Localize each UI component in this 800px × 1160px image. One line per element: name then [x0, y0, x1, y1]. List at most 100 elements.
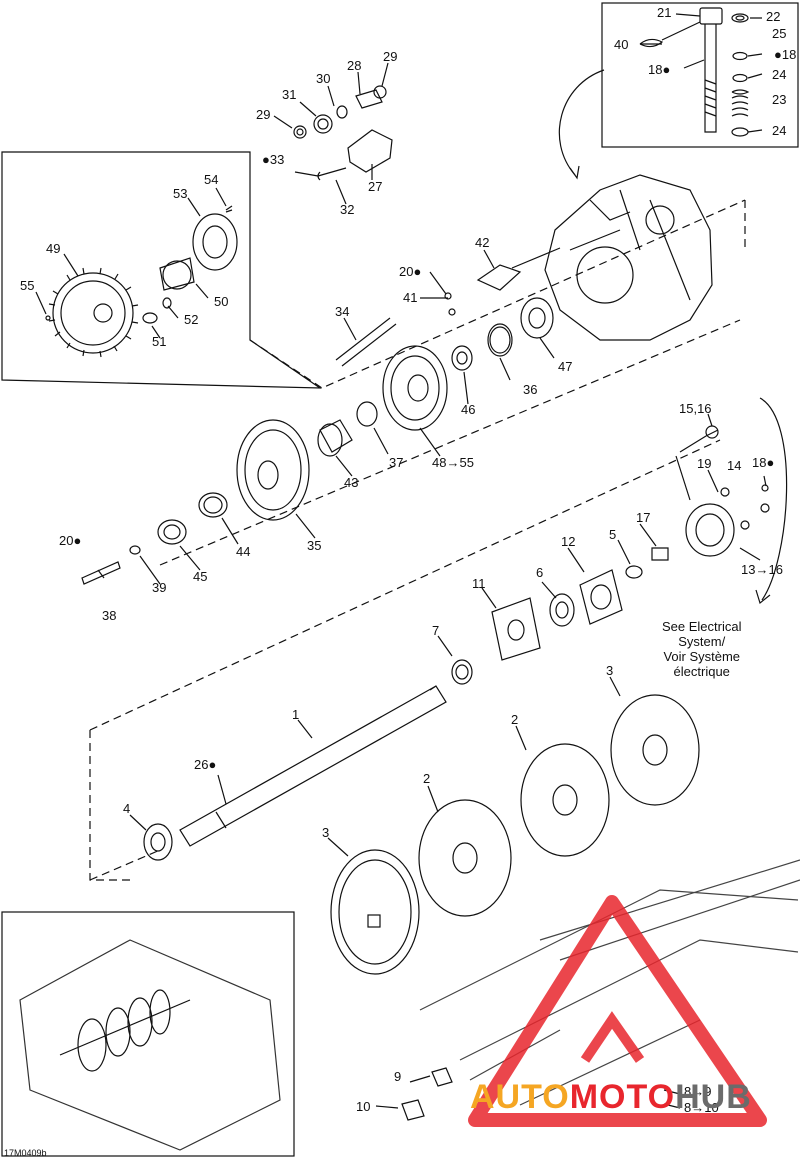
callout-23: 23 [772, 92, 787, 107]
callout-34: 34 [335, 304, 350, 319]
callout-22: 22 [766, 9, 781, 24]
callout-45: 45 [193, 569, 208, 584]
plate-53 [192, 213, 238, 271]
gear-49 [52, 272, 134, 354]
callout-18-left-text: 18 [648, 62, 663, 77]
bolt-detail-box [601, 2, 799, 148]
figure-reference: 17M0409b [4, 1148, 47, 1158]
callout-51: 51 [152, 334, 167, 349]
housing [544, 174, 713, 341]
watermark-auto: AUTO [470, 1078, 570, 1116]
bracket-27 [347, 129, 393, 173]
sprocket-2b [418, 799, 512, 917]
watermark-text: AUTOMOTOHUB [470, 1078, 752, 1117]
callout-20-top-text: 20 [399, 264, 414, 279]
callout-2-right: 2 [511, 712, 519, 727]
callout-43: 43 [344, 475, 359, 490]
callout-18-top-text: 18 [781, 47, 797, 62]
callout-3-left: 3 [322, 825, 330, 840]
callout-1: 1 [292, 707, 300, 722]
drop-icon: ● [208, 757, 217, 772]
callout-29-b: 29 [256, 107, 271, 122]
callout-5: 5 [609, 527, 617, 542]
callout-53: 53 [173, 186, 188, 201]
callout-15-16: 15,16 [679, 401, 712, 416]
drop-icon: ● [766, 455, 775, 470]
callout-49: 49 [46, 241, 61, 256]
callout-29-a: 29 [383, 49, 398, 64]
see-electrical-note: See Electrical System/ Voir Système élec… [662, 619, 741, 679]
note-line-2: System/ [678, 634, 726, 649]
callout-4: 4 [123, 801, 131, 816]
callout-48-55: 48→55 [432, 455, 474, 470]
callout-50: 50 [214, 294, 229, 309]
callout-40: 40 [614, 37, 629, 52]
shaft-1 [179, 685, 447, 847]
callout-20-top: 20● [399, 265, 421, 279]
callout-31: 31 [282, 87, 297, 102]
callout-24-a: 24 [772, 67, 787, 82]
callout-20-left: 20● [59, 534, 81, 548]
callout-44: 44 [236, 544, 251, 559]
callout-9: 9 [394, 1069, 402, 1084]
callout-7: 7 [432, 623, 440, 638]
callout-12: 12 [561, 534, 576, 549]
callout-47: 47 [558, 359, 573, 374]
callout-24-b: 24 [772, 123, 787, 138]
drop-icon: ● [774, 47, 782, 62]
callout-39: 39 [152, 580, 167, 595]
note-line-1: See Electrical [662, 619, 742, 634]
note-line-3: Voir Système [663, 649, 741, 664]
callout-14: 14 [727, 458, 742, 473]
watermark-hub: HUB [675, 1078, 752, 1116]
callout-52: 52 [184, 312, 199, 327]
callout-18-right-text: 18 [752, 455, 767, 470]
callout-18-left: 18● [648, 63, 670, 77]
callout-42: 42 [475, 235, 490, 250]
callout-3-right: 3 [606, 663, 614, 678]
callout-6: 6 [536, 565, 544, 580]
callout-55-detail: 55 [20, 278, 35, 293]
callout-10: 10 [356, 1099, 371, 1114]
callout-54: 54 [204, 172, 219, 187]
callout-28: 28 [347, 58, 362, 73]
sprocket-3a [610, 694, 700, 806]
drop-icon: ● [262, 152, 270, 167]
bearing-50 [162, 260, 192, 290]
callout-36: 36 [523, 382, 538, 397]
callout-17: 17 [636, 510, 651, 525]
callout-33: ●33 [262, 153, 284, 167]
callout-18-top: ●18 [774, 48, 796, 62]
callout-21: 21 [657, 5, 672, 20]
callout-33-text: 33 [269, 152, 285, 167]
watermark-moto: MOTO [569, 1078, 676, 1116]
callout-30: 30 [316, 71, 331, 86]
callout-32: 32 [340, 202, 355, 217]
callout-35: 35 [307, 538, 322, 553]
callout-26: 26● [194, 758, 216, 772]
callout-20-left-text: 20 [59, 533, 74, 548]
callout-26-text: 26 [194, 757, 209, 772]
sprocket-2a [520, 743, 610, 857]
drop-icon: ● [413, 264, 422, 279]
callout-41: 41 [403, 290, 418, 305]
note-line-4: électrique [673, 664, 730, 679]
gear-detail-box [1, 151, 323, 389]
drop-icon: ● [662, 62, 671, 77]
callout-18-right: 18● [752, 456, 774, 470]
gear-48 [382, 345, 448, 431]
callout-19: 19 [697, 456, 712, 471]
callout-11: 11 [472, 576, 486, 591]
callout-27: 27 [368, 179, 383, 194]
callout-37: 37 [389, 455, 404, 470]
gear-35 [236, 419, 310, 521]
callout-38: 38 [102, 608, 117, 623]
callout-2-left: 2 [423, 771, 431, 786]
installed-view-box [1, 911, 295, 1157]
callout-13-16: 13→16 [741, 562, 783, 577]
drop-icon: ● [73, 533, 82, 548]
callout-25: 25 [772, 26, 787, 41]
bolt-head [699, 7, 723, 25]
